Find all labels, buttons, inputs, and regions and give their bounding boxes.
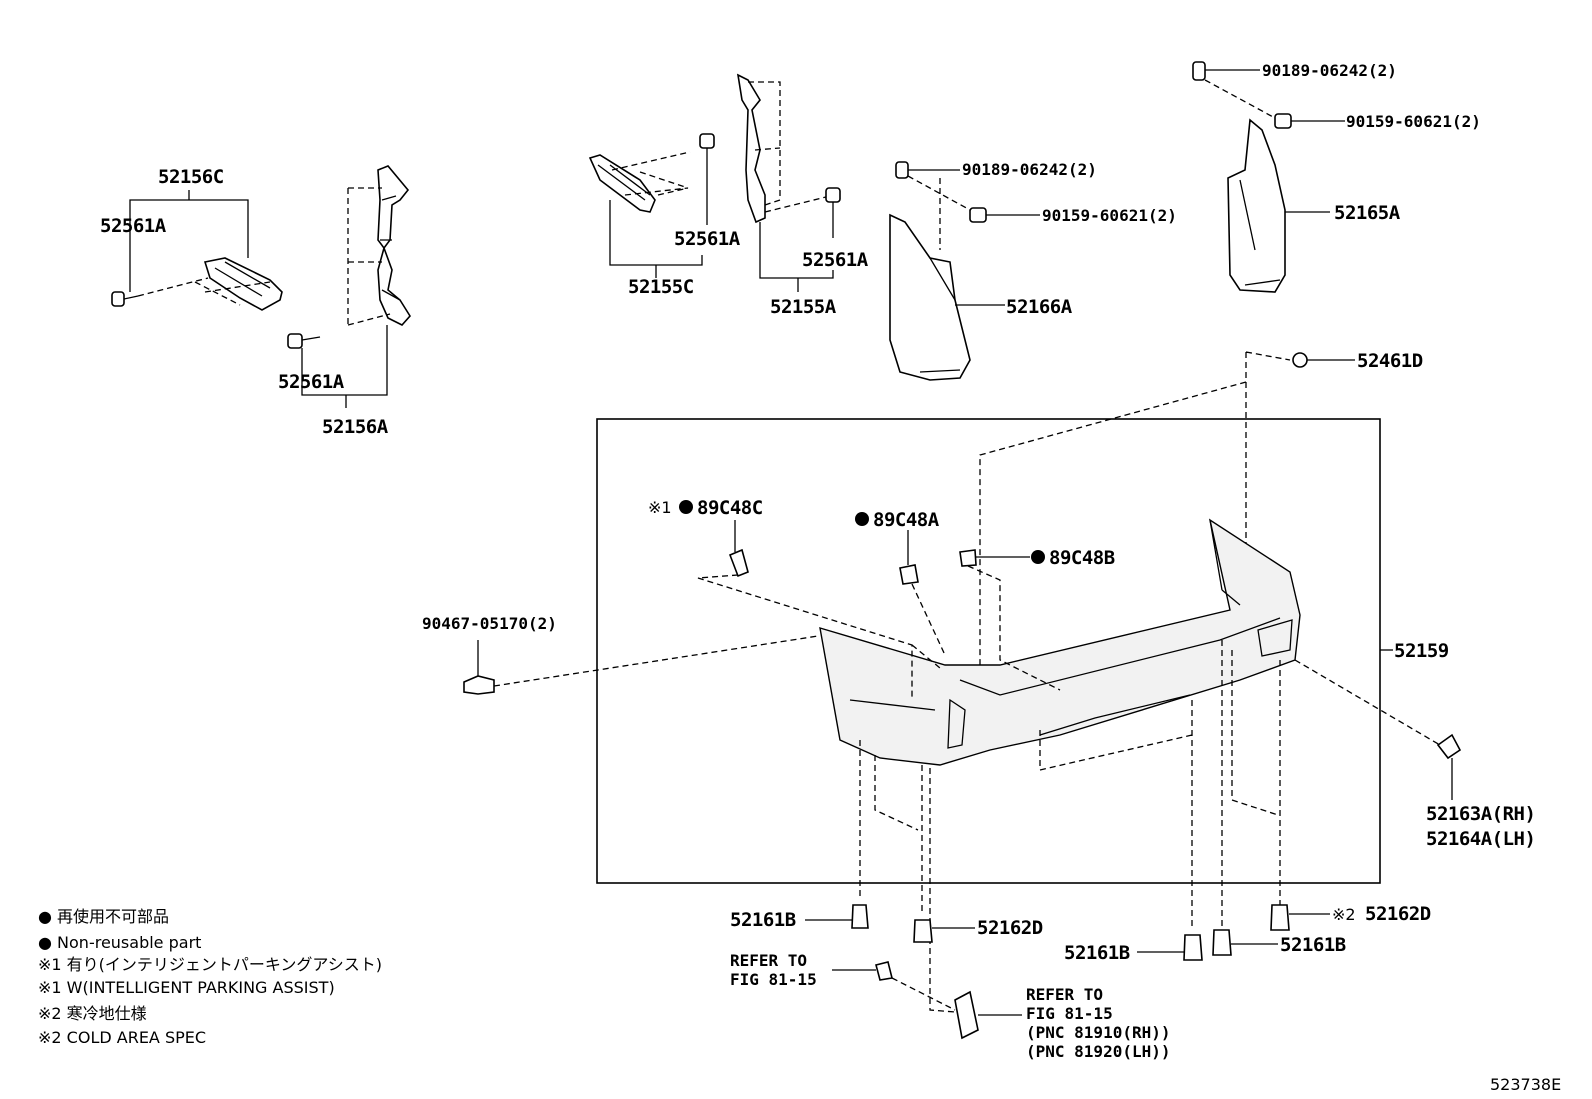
bolt-52561A-b [287, 333, 321, 349]
clip-52161B-b [1183, 934, 1203, 961]
label-90189-b: 90189-06242(2) [1262, 61, 1397, 80]
part-52165A [1227, 118, 1286, 293]
label-90467: 90467-05170(2) [422, 614, 557, 633]
label-52161B-3: 52161B [1280, 934, 1346, 956]
bracket-52155C [588, 154, 656, 213]
legend-line5: ※2 寒冷地仕様 [38, 1004, 147, 1023]
note-prefix-52162D: ※2 [1332, 905, 1356, 924]
label-52561A-4: 52561A [802, 249, 869, 271]
label-52461D: 52461D [1357, 350, 1423, 372]
bracket-52155A [736, 73, 766, 224]
bolt-52561A-c [699, 133, 715, 225]
label-52155A: 52155A [770, 296, 837, 318]
figure-id: 523738E [1490, 1075, 1561, 1094]
bolt-52561A-a [111, 291, 139, 307]
label-refer1-line1: REFER TO [730, 951, 807, 970]
nonreusable-dot-89C48B [1031, 550, 1045, 564]
label-52162D-2: 52162D [1365, 903, 1431, 925]
part-52166A [889, 213, 971, 381]
label-52156C: 52156C [158, 166, 224, 188]
label-52155C: 52155C [628, 276, 694, 298]
clip-90467-05170 [463, 675, 495, 695]
label-90189-a: 90189-06242(2) [962, 160, 1097, 179]
label-52164A: 52164A(LH) [1426, 828, 1535, 850]
sensor-89C48C [728, 548, 749, 578]
nonreusable-dot-89C48A [855, 512, 869, 526]
bracket-52156C [203, 257, 283, 311]
bolt-90159-b [1274, 113, 1292, 129]
legend-line2: ● Non-reusable part [38, 933, 201, 952]
label-52561A-1: 52561A [100, 215, 167, 237]
note-prefix-89C48C: ※1 [648, 498, 672, 517]
label-refer1-line2: FIG 81-15 [730, 970, 817, 989]
clip-52162D-b [1270, 904, 1290, 931]
label-52161B-1: 52161B [730, 909, 796, 931]
label-52165A: 52165A [1334, 202, 1401, 224]
label-89C48A: 89C48A [873, 509, 940, 531]
clip-52162D-a [913, 919, 933, 943]
clip-refer-81-15-a [875, 961, 893, 981]
clip-52161B-a [851, 904, 869, 929]
legend-line3: ※1 有り(インテリジェントパーキングアシスト) [38, 955, 382, 974]
sensor-89C48B [959, 549, 977, 567]
sensor-89C48A [899, 564, 919, 585]
legend-line6: ※2 COLD AREA SPEC [38, 1028, 206, 1047]
label-refer2-line2: FIG 81-15 [1026, 1004, 1113, 1023]
label-89C48B: 89C48B [1049, 547, 1115, 569]
label-52561A-3: 52561A [674, 228, 741, 250]
label-90159-a: 90159-60621(2) [1042, 206, 1177, 225]
label-52161B-2: 52161B [1064, 942, 1130, 964]
label-89C48C: 89C48C [697, 497, 763, 519]
bracket-52156A [377, 165, 411, 326]
label-52166A: 52166A [1006, 296, 1073, 318]
reflector-refer-81-15 [954, 990, 979, 1040]
bolt-52561A-d [825, 187, 841, 238]
legend-line1: ● 再使用不可部品 [38, 907, 169, 926]
label-52159: 52159 [1394, 640, 1449, 662]
assembly-frame-52159 [596, 418, 1381, 884]
label-52561A-2: 52561A [278, 371, 345, 393]
cover-52163A-52164A [1436, 733, 1462, 760]
label-52162D-1: 52162D [977, 917, 1043, 939]
nonreusable-dot-89C48C [679, 500, 693, 514]
label-52163A: 52163A(RH) [1426, 803, 1535, 825]
clip-52161B-c [1212, 929, 1232, 956]
legend-line4: ※1 W(INTELLIGENT PARKING ASSIST) [38, 978, 335, 997]
bolt-90159-a [969, 207, 987, 223]
clip-90189-a [895, 161, 909, 179]
label-refer2-line4: (PNC 81920(LH)) [1026, 1042, 1171, 1061]
clip-52461D [1292, 352, 1308, 368]
label-refer2-line3: (PNC 81910(RH)) [1026, 1023, 1171, 1042]
legend: ● 再使用不可部品 ● Non-reusable part ※1 有り(インテリ… [38, 907, 382, 1047]
label-refer2-line1: REFER TO [1026, 985, 1103, 1004]
label-52156A: 52156A [322, 416, 389, 438]
label-90159-b: 90159-60621(2) [1346, 112, 1481, 131]
clip-90189-b [1192, 61, 1206, 81]
